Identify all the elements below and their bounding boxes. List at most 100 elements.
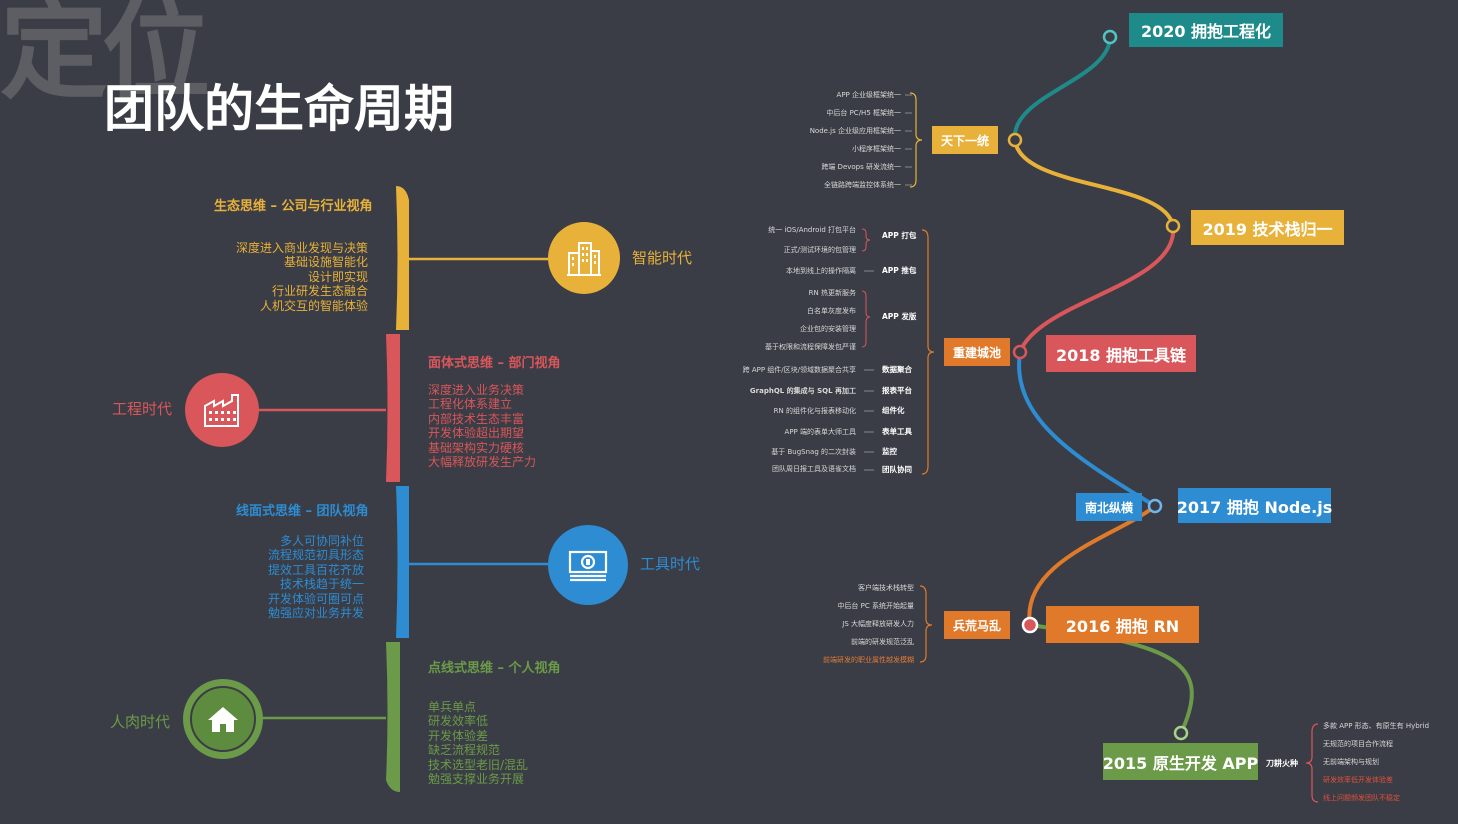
tag-unify: 天下一统: [932, 126, 998, 154]
unify-item: APP 企业级框架统一: [836, 91, 901, 99]
section-title-individual: 点线式思维 – 个人视角: [428, 661, 561, 676]
curve-2019-2020-a: [1013, 139, 1175, 227]
bracket-rebuild: [921, 229, 935, 475]
slash-item: 多款 APP 形态、有原生有 Hybrid: [1323, 722, 1430, 730]
rebuild-item: 基于权限和流程保障发包严谨: [765, 343, 856, 351]
cash-icon: [568, 550, 608, 582]
rebuild-category: APP 推包: [882, 266, 917, 275]
chaos-item: 前端的研发规范泛乱: [851, 638, 914, 646]
bracket-slash: [1305, 723, 1319, 803]
rebuild-item: 基于 BugSnag 的二次封装: [771, 448, 856, 456]
list-item: 技术选型老旧/混乱: [428, 757, 529, 772]
year-box-2016: 2016 拥抱 RN: [1046, 606, 1199, 643]
list-item: 开发体验超出期望: [428, 426, 525, 441]
tag-north-south: 南北纵横: [1076, 493, 1142, 521]
list-item: 技术栈趋于统一: [279, 577, 364, 592]
bracket-unify: [909, 92, 923, 188]
era-circle-tools: [548, 525, 628, 605]
bar-segment-manual: [386, 642, 400, 792]
chaos-item: JS 大幅度释放研发人力: [842, 620, 914, 628]
section-lines-individual: 单兵单点 研发效率低 开发体验差 缺乏流程规范 技术选型老旧/混乱 勉强支撑业务…: [428, 700, 528, 786]
section-title-ecosystem: 生态思维 – 公司与行业视角: [214, 199, 373, 214]
list-item: 设计即实现: [307, 269, 368, 284]
list-item: 研发效率低: [428, 714, 489, 729]
list-item: 流程规范初具形态: [267, 548, 364, 563]
era-circle-smart: [548, 222, 620, 294]
factory-icon: [204, 394, 239, 427]
list-item: 深度进入业务决策: [428, 383, 525, 397]
chaos-item: 中后台 PC 系统开始起量: [837, 602, 914, 610]
rebuild-category: 组件化: [882, 406, 905, 415]
rebuild-item: GraphQL 的集成与 SQL 再加工: [749, 387, 856, 395]
list-item: 单兵单点: [428, 700, 477, 714]
section-title-department: 面体式思维 – 部门视角: [428, 356, 561, 371]
building-icon: [567, 242, 601, 276]
list-item: 行业研发生态融合: [271, 284, 368, 299]
era-label-smart: 智能时代: [632, 249, 693, 267]
list-item: 勉强支撑业务开展: [428, 772, 525, 787]
era-circle-manual: [183, 679, 263, 759]
rebuild-category: APP 打包: [882, 231, 917, 240]
unify-item: 跨端 Devops 研发流统一: [821, 163, 901, 171]
rebuild-category: 团队协同: [882, 465, 912, 474]
node-2015: [1173, 725, 1189, 741]
node-2020: [1102, 29, 1118, 45]
rebuild-category: 报表平台: [882, 386, 912, 395]
node-2016: [1021, 616, 1039, 634]
page-title: 团队的生命周期: [104, 80, 454, 138]
section-lines-department: 深度进入业务决策 工程化体系建立 内部技术生态丰富 开发体验超出期望 基础架构实…: [428, 383, 536, 469]
unify-item: 全链路跨端监控体系统一: [824, 181, 901, 189]
list-item: 多人可协同补位: [279, 534, 364, 548]
rebuild-category: 数据聚合: [882, 365, 912, 374]
home-icon: [208, 707, 238, 732]
bracket-chaos: [919, 585, 933, 663]
bar-segment-engineering: [386, 334, 400, 482]
section-lines-ecosystem: 深度进入商业发现与决策 基础设施智能化 设计即实现 行业研发生态融合 人机交互的…: [236, 241, 368, 313]
slash-item: 研发效率低开发体验差: [1323, 776, 1393, 784]
bar-segment-tools: [396, 486, 409, 638]
curve-2020: [1012, 36, 1112, 141]
year-box-2017: 2017 拥抱 Node.js: [1177, 488, 1332, 523]
rebuild-category: 表单工具: [882, 427, 912, 436]
list-item: 工程化体系建立: [428, 397, 513, 412]
rebuild-item: 白名单灰度发布: [807, 307, 856, 315]
list-item: 大幅释放研发生产力: [428, 455, 537, 470]
list-item: 基础架构实力硬核: [428, 440, 525, 455]
unify-item: 小程序框架统一: [852, 145, 901, 153]
node-2017: [1147, 498, 1163, 514]
section-lines-team: 多人可协同补位 流程规范初具形态 提效工具百花齐放 技术栈趋于统一 开发体验可圈…: [268, 534, 364, 620]
slash-item: 无前端架构与规划: [1323, 758, 1379, 766]
list-item: 提效工具百花齐放: [267, 562, 364, 577]
year-box-2019: 2019 技术栈归一: [1191, 210, 1344, 245]
rebuild-category: APP 发版: [882, 312, 917, 321]
unify-item: 中后台 PC/H5 框架统一: [826, 109, 901, 117]
list-item: 人机交互的智能体验: [259, 298, 368, 313]
rebuild-item: 团队周日报工具及语雀文档: [772, 465, 856, 473]
rebuild-item: RN 的组件化与报表移动化: [773, 407, 856, 415]
chaos-item: 前端研发的职业属性越发模糊: [823, 656, 914, 664]
rebuild-item: 统一 iOS/Android 打包平台: [768, 226, 856, 234]
tag-slash-burn: 刀耕火种: [1266, 758, 1298, 768]
slash-item: 无规范的项目合作流程: [1323, 740, 1393, 748]
list-item: 开发体验差: [428, 728, 489, 743]
rebuild-item: RN 热更新服务: [808, 289, 856, 297]
rebuild-item: 本地到线上的操作隔离: [786, 267, 856, 275]
curve-2017-2018: [1017, 351, 1157, 508]
tag-rebuild: 重建城池: [944, 338, 1010, 366]
node-2019b: [1165, 218, 1181, 234]
list-item: 基础设施智能化: [283, 255, 368, 270]
section-title-team: 线面式思维 – 团队视角: [236, 504, 369, 519]
year-box-2018: 2018 拥抱工具链: [1046, 335, 1196, 372]
era-circle-engineering: [185, 373, 259, 447]
rebuild-item: 企业包的安装管理: [800, 325, 856, 333]
year-box-2015: 2015 原生开发 APP: [1103, 743, 1258, 780]
year-box-2020: 2020 拥抱工程化: [1129, 13, 1283, 47]
list-item: 缺乏流程规范: [428, 743, 501, 758]
era-label-engineering: 工程时代: [112, 400, 173, 418]
node-2018: [1012, 344, 1028, 360]
list-item: 开发体验可圈可点: [267, 591, 364, 606]
node-2019: [1007, 132, 1023, 148]
curve-2018-2019: [1018, 225, 1176, 353]
list-item: 内部技术生态丰富: [428, 411, 525, 426]
